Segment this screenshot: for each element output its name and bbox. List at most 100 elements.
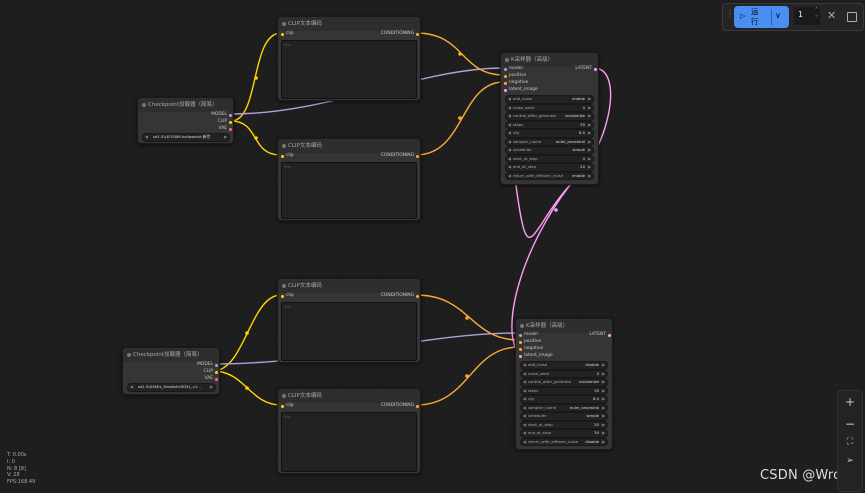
arrow-left-icon[interactable]: ◀ [508, 121, 511, 127]
clip-pin-icon[interactable] [281, 294, 285, 298]
clip-pin-icon[interactable] [281, 404, 285, 408]
input-model[interactable]: model [504, 66, 523, 72]
output-model[interactable]: MODEL [197, 362, 218, 368]
latent-pin-icon[interactable] [607, 333, 611, 337]
arrow-right-icon[interactable]: ▶ [602, 387, 605, 393]
arrow-right-icon[interactable]: ▶ [602, 379, 605, 384]
input-negative[interactable]: negative [519, 346, 543, 352]
arrow-left-icon[interactable]: ◀ [523, 413, 526, 418]
conditioning-pin-icon[interactable] [519, 347, 523, 351]
arrow-left-icon[interactable]: ◀ [523, 430, 526, 435]
arrow-left-icon[interactable]: ◀ [523, 396, 526, 401]
clip-pin-icon[interactable] [214, 370, 218, 374]
arrow-left-icon[interactable]: ◀ [508, 172, 511, 178]
input-positive[interactable]: positive [519, 339, 541, 345]
close-icon[interactable]: ✕ [827, 9, 837, 22]
node-title-bar[interactable]: K采样器（高级） [501, 53, 598, 67]
batch-count-input[interactable]: 1 ˄ ˅ [794, 7, 820, 25]
arrow-left-icon[interactable]: ◀ [508, 155, 511, 161]
output-clip[interactable]: CLIP [204, 369, 218, 375]
ksampler-advanced-node-2[interactable]: K采样器（高级） model positive negative latent_… [515, 318, 613, 450]
input-model[interactable]: model [519, 332, 538, 338]
arrow-right-icon[interactable]: ▶ [588, 138, 591, 144]
prompt-textarea[interactable]: text [281, 412, 417, 472]
arrow-left-icon[interactable]: ◀ [508, 130, 511, 135]
model-pin-icon[interactable] [214, 363, 218, 367]
node-title-bar[interactable]: Checkpoint加载器（简易） [123, 348, 219, 362]
model-pin-icon[interactable] [504, 67, 508, 71]
arrow-left-icon[interactable]: ◀ [508, 113, 511, 118]
select-pointer-icon[interactable]: ➢ [846, 456, 854, 466]
input-clip[interactable]: clip [281, 31, 294, 37]
node-title-bar[interactable]: CLIP文本编码 [278, 139, 420, 153]
arrow-left-icon[interactable]: ◀ [523, 370, 526, 376]
clip-text-encode-node-2[interactable]: CLIP文本编码 clip CONDITIONING text [277, 138, 421, 221]
output-vae[interactable]: VAE [219, 126, 232, 132]
arrow-left-icon[interactable]: ◀ [130, 384, 133, 389]
arrow-right-icon[interactable]: ▶ [602, 438, 605, 444]
arrow-left-icon[interactable]: ◀ [508, 147, 511, 152]
input-clip[interactable]: clip [281, 403, 294, 409]
model-pin-icon[interactable] [228, 113, 232, 117]
arrow-left-icon[interactable]: ◀ [523, 379, 526, 384]
conditioning-pin-icon[interactable] [504, 74, 508, 78]
node-title-bar[interactable]: Checkpoint加载器（简易） [138, 98, 233, 112]
output-conditioning[interactable]: CONDITIONING [381, 31, 419, 37]
collapse-dot-icon[interactable] [505, 58, 509, 62]
stop-icon[interactable] [847, 12, 857, 22]
arrow-left-icon[interactable]: ◀ [145, 134, 148, 139]
arrow-right-icon[interactable]: ▶ [588, 104, 591, 110]
input-clip[interactable]: clip [281, 153, 294, 159]
conditioning-pin-icon[interactable] [415, 404, 419, 408]
conditioning-pin-icon[interactable] [415, 32, 419, 36]
arrow-right-icon[interactable]: ▶ [588, 113, 591, 118]
arrow-left-icon[interactable]: ◀ [508, 104, 511, 110]
collapse-dot-icon[interactable] [142, 103, 146, 107]
collapse-dot-icon[interactable] [282, 284, 286, 288]
clip-text-encode-node-4[interactable]: CLIP文本编码 clip CONDITIONING text [277, 388, 421, 474]
ckpt-name-combo[interactable]: ◀ sd1.5\LEOSAM-helloworld 新世 ▶ [142, 133, 230, 142]
arrow-right-icon[interactable]: ▶ [588, 121, 591, 127]
increment-icon[interactable]: ˄ [815, 7, 818, 14]
arrow-right-icon[interactable]: ▶ [602, 362, 605, 367]
ckpt-name-combo[interactable]: ◀ sd1.5\XXMix_9realisticSDXL_v1... ▶ [127, 383, 216, 392]
arrow-right-icon[interactable]: ▶ [588, 155, 591, 161]
vae-pin-icon[interactable] [228, 127, 232, 131]
arrow-left-icon[interactable]: ◀ [523, 387, 526, 393]
node-title-bar[interactable]: CLIP文本编码 [278, 279, 420, 293]
output-model[interactable]: MODEL [211, 112, 232, 118]
ksampler-advanced-node-1[interactable]: K采样器（高级） model positive negative latent_… [500, 52, 599, 185]
collapse-dot-icon[interactable] [127, 353, 131, 357]
arrow-right-icon[interactable]: ▶ [602, 430, 605, 435]
zoom-in-icon[interactable]: + [844, 395, 856, 409]
node-title-bar[interactable]: CLIP文本编码 [278, 389, 420, 403]
conditioning-pin-icon[interactable] [519, 340, 523, 344]
clip-text-encode-node-3[interactable]: CLIP文本编码 clip CONDITIONING text [277, 278, 421, 363]
arrow-right-icon[interactable]: ▶ [602, 396, 605, 401]
arrow-right-icon[interactable]: ▶ [588, 130, 591, 135]
input-negative[interactable]: negative [504, 80, 528, 86]
arrow-left-icon[interactable]: ◀ [508, 164, 511, 169]
output-clip[interactable]: CLIP [218, 119, 232, 125]
node-title-bar[interactable]: K采样器（高级） [516, 319, 612, 333]
input-positive[interactable]: positive [504, 73, 526, 79]
arrow-left-icon[interactable]: ◀ [523, 362, 526, 367]
output-latent[interactable]: LATENT [589, 332, 611, 338]
arrow-left-icon[interactable]: ◀ [523, 421, 526, 427]
output-conditioning[interactable]: CONDITIONING [381, 293, 419, 299]
prompt-textarea[interactable]: text [281, 162, 417, 219]
input-latent-image[interactable]: latent_image [504, 87, 538, 93]
